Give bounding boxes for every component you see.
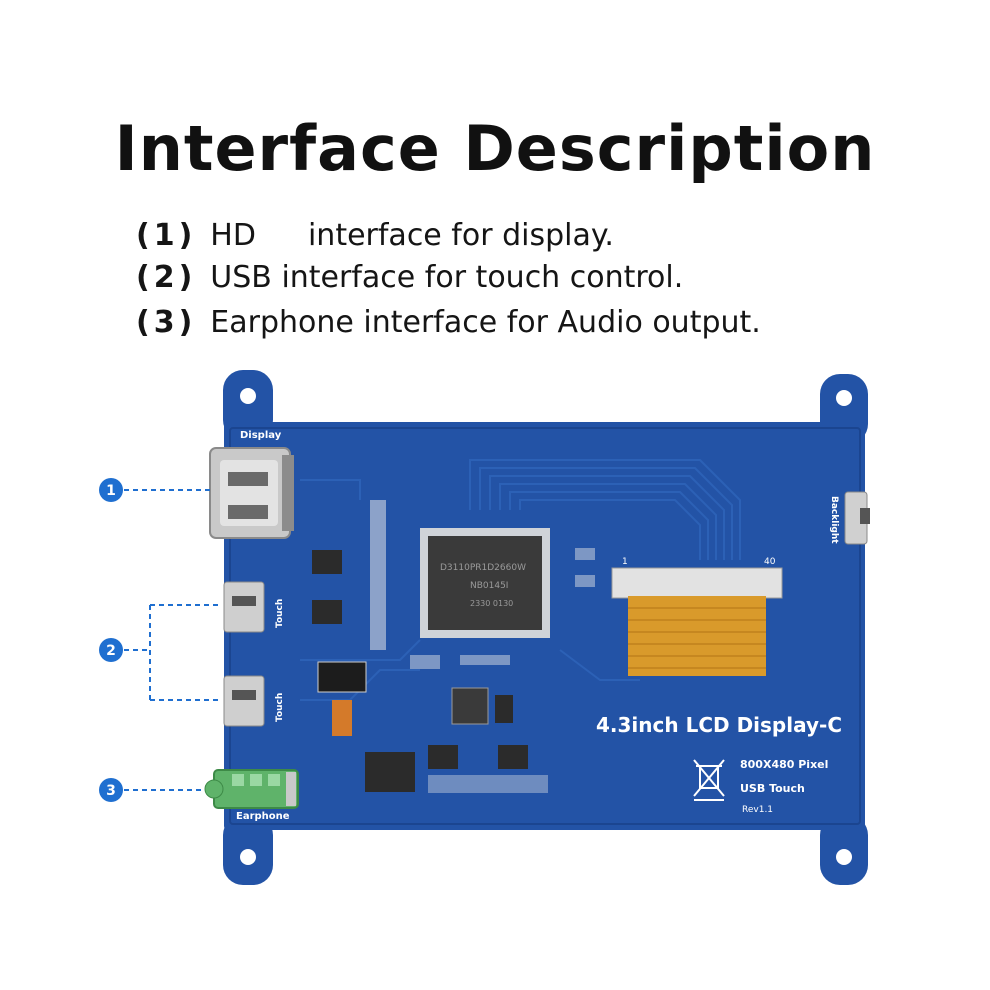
- fpc-pin-end: 40: [764, 557, 776, 567]
- touch-usb-port-2: [223, 675, 265, 727]
- interface-item-display: (1) HD interface for display.: [136, 218, 614, 253]
- item-text: interface for display.: [307, 218, 614, 253]
- small-components: [312, 500, 595, 793]
- traces: [300, 459, 741, 701]
- chip-marking-1: D3110PR1D2660W: [440, 563, 526, 573]
- item-text: interface for touch control.: [281, 260, 684, 295]
- item-number: (3): [136, 305, 197, 340]
- main-chip: D3110PR1D2660W NB0145I 2330 0130: [420, 528, 550, 638]
- chip-marking-2: NB0145I: [470, 581, 508, 591]
- item-word: HD: [210, 218, 256, 253]
- earphone-jack: [204, 769, 299, 809]
- chip-marking-3: 2330 0130: [470, 599, 513, 608]
- callout-3-number: 3: [106, 783, 116, 799]
- touch-usb-port-1: [223, 581, 265, 633]
- display-label: Display: [240, 430, 282, 441]
- callout-1: 1: [99, 478, 210, 502]
- fpc-pin-start: 1: [622, 557, 628, 567]
- touch-type-label: USB Touch: [740, 782, 805, 795]
- touch-label-1: Touch: [275, 599, 285, 628]
- fpc-connector: [611, 567, 783, 676]
- page-title: Interface Description: [114, 112, 876, 185]
- mounting-holes: [240, 388, 852, 865]
- revision-label: Rev1.1: [742, 805, 773, 815]
- resolution-label: 800X480 Pixel: [740, 758, 828, 771]
- callout-1-number: 1: [106, 483, 116, 499]
- earphone-label: Earphone: [236, 811, 290, 822]
- item-word: Earphone: [210, 305, 354, 340]
- weee-bin-icon: [693, 759, 725, 801]
- interface-item-audio: (3) Earphone interface for Audio output.: [136, 305, 761, 340]
- item-number: (2): [136, 260, 197, 295]
- interface-item-touch: (2) USB interface for touch control.: [136, 260, 683, 295]
- callout-2-number: 2: [106, 643, 116, 659]
- item-number: (1): [136, 218, 197, 253]
- item-text: interface for Audio output.: [363, 305, 761, 340]
- callout-3: 3: [99, 778, 205, 802]
- backlight-switch: [844, 491, 870, 545]
- lcd-board-illustration: Display Backlight Touch Touch Earphone D…: [99, 370, 870, 885]
- item-word: USB: [210, 260, 272, 295]
- hdmi-port: [209, 447, 294, 539]
- product-name: 4.3inch LCD Display-C: [596, 713, 842, 737]
- callout-2: 2: [99, 604, 222, 701]
- backlight-label: Backlight: [829, 496, 839, 544]
- touch-label-2: Touch: [275, 693, 285, 722]
